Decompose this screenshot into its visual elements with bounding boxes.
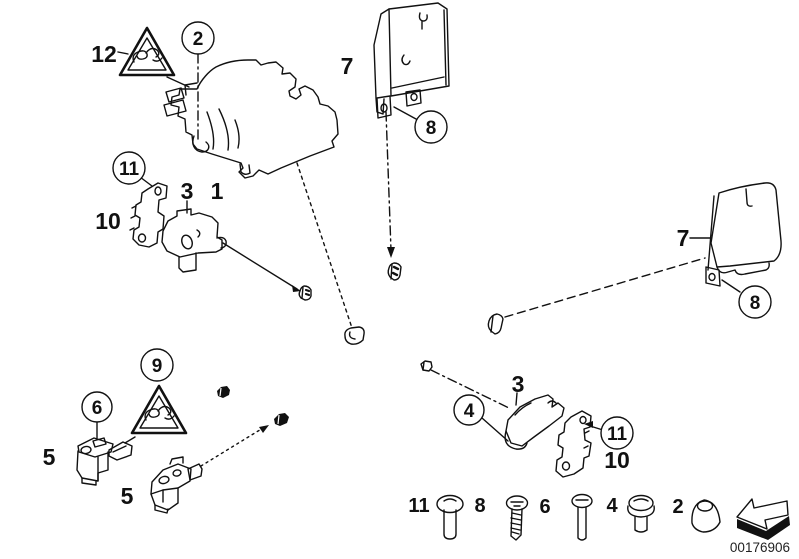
sensor-1-drawing (162, 209, 226, 272)
leader-line-callout-4 (482, 418, 508, 441)
leader-line-callout-8-right (722, 280, 740, 292)
clip-drawing (488, 314, 503, 334)
part-label-10-right[interactable]: 10 (604, 447, 630, 473)
part-label-7-top[interactable]: 7 (341, 53, 354, 79)
sensor-5-left-drawing (77, 438, 132, 485)
bracket-7-top-drawing (374, 3, 449, 118)
fastener-11-drawing (437, 496, 463, 540)
clip-drawing (217, 386, 230, 398)
callout-8-top[interactable]: 8 (415, 111, 447, 143)
callout-9-label[interactable]: 9 (152, 356, 163, 377)
callout-8-right[interactable]: 8 (739, 286, 771, 318)
airbag-control-unit-drawing (164, 60, 338, 178)
leader-line-12 (118, 52, 128, 54)
callout-8-top-label[interactable]: 8 (426, 118, 437, 139)
part-label-3-mid[interactable]: 3 (512, 371, 525, 397)
fastener-8-drawing (507, 496, 528, 540)
callout-11-left-label[interactable]: 11 (119, 159, 140, 180)
callout-2-label[interactable]: 2 (193, 29, 204, 50)
callout-11-right[interactable]: 11 (601, 417, 633, 449)
callout-6[interactable]: 6 (82, 392, 112, 422)
bracket-10-right-drawing (556, 411, 591, 477)
leader-line-clip-to-sensor3 (431, 370, 511, 409)
bracket-10-left-drawing (130, 183, 167, 247)
part-label-5-left[interactable]: 5 (43, 444, 56, 470)
leader-line-bracket7a-to-clip (386, 112, 391, 250)
warning-triangle-12-icon (120, 28, 174, 75)
leader-lines (97, 52, 740, 466)
callout-4-label[interactable]: 4 (464, 401, 475, 422)
callout-11-left[interactable]: 11 (113, 152, 145, 184)
circled-callouts: 2 11 8 8 9 6 4 11 (82, 22, 771, 449)
leader-line-clip-to-bracket7b (505, 258, 705, 317)
sensor-3-drawing (505, 395, 564, 449)
part-label-5-right[interactable]: 5 (121, 483, 134, 509)
clip-drawing (299, 286, 311, 300)
part-label-12[interactable]: 12 (91, 41, 117, 67)
callout-2[interactable]: 2 (182, 22, 214, 54)
part-label-10-left[interactable]: 10 (95, 208, 121, 234)
fastener-6-drawing (572, 495, 592, 541)
clip-drawing (345, 327, 364, 344)
direction-arrow-icon (737, 499, 790, 540)
part-label-7-right[interactable]: 7 (677, 225, 690, 251)
clip-drawing (274, 413, 289, 426)
doc-number: 00176906 (730, 540, 790, 555)
part-label-3-left[interactable]: 3 (181, 178, 194, 204)
arrowhead (259, 425, 269, 433)
sensor-5-right-drawing (151, 457, 202, 513)
warning-triangle-9-icon (132, 386, 186, 433)
callout-11-right-label[interactable]: 11 (607, 424, 628, 445)
arrowhead (387, 247, 395, 258)
fastener-labels: 11 8 6 4 2 (408, 495, 683, 518)
fastener-label-11[interactable]: 11 (408, 495, 429, 517)
fastener-4-drawing (628, 496, 654, 533)
fastener-label-4[interactable]: 4 (606, 495, 618, 517)
clip-drawing (421, 361, 432, 371)
leader-line-callout-8-top (394, 107, 416, 119)
plain-labels: 12 7 3 1 10 7 3 10 5 5 (43, 41, 690, 509)
clip-drawing (388, 263, 401, 280)
part-label-1[interactable]: 1 (211, 178, 224, 204)
leader-line-sensor1-to-clip (223, 243, 297, 289)
arrowhead (292, 285, 301, 292)
leader-line-3-mid (516, 393, 517, 405)
fastener-label-6[interactable]: 6 (539, 496, 550, 518)
fastener-label-8[interactable]: 8 (474, 495, 485, 517)
callout-6-label[interactable]: 6 (92, 398, 103, 419)
callout-4[interactable]: 4 (454, 395, 484, 425)
leader-line-sensor5b-to-clip (201, 428, 263, 466)
bracket-7-right-drawing (706, 183, 781, 286)
fastener-label-2[interactable]: 2 (672, 496, 683, 518)
leader-line-sensor5a-to-triangle (125, 437, 135, 443)
callout-9[interactable]: 9 (141, 349, 173, 381)
fastener-2-drawing (692, 500, 720, 532)
leader-line-unit-to-clip (297, 163, 352, 328)
callout-8-right-label[interactable]: 8 (750, 293, 761, 314)
